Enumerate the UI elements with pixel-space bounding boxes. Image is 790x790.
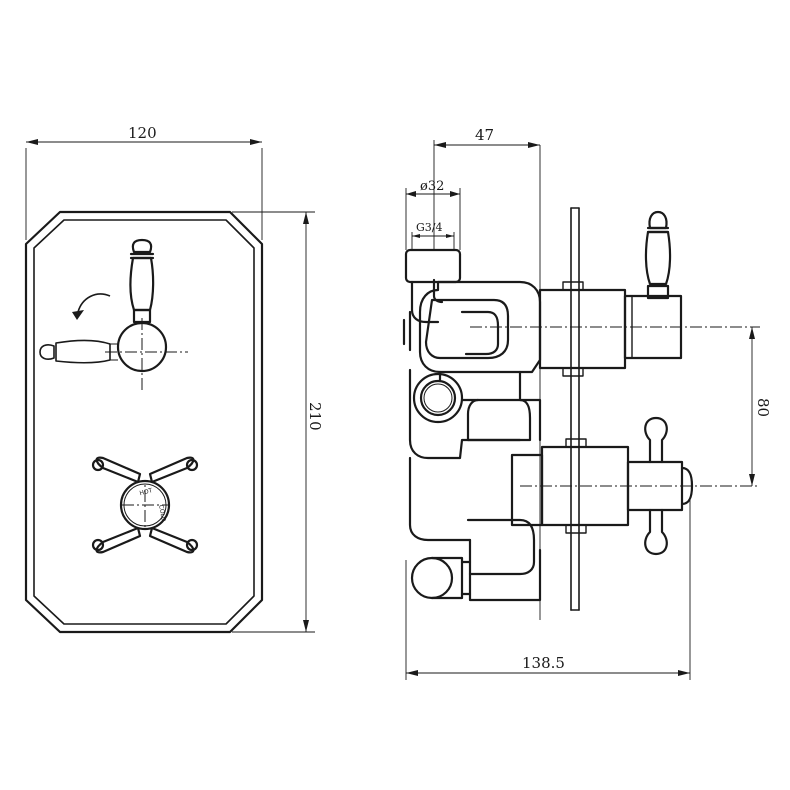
dial-hot-label: HOT bbox=[139, 487, 154, 497]
dim-front-height-label: 210 bbox=[306, 402, 324, 431]
dial-cold-label: COLD bbox=[157, 504, 167, 522]
lever-handle-icon bbox=[105, 238, 188, 390]
dim-front-width-label: 120 bbox=[128, 124, 157, 142]
cross-handle-icon bbox=[91, 456, 199, 554]
faceplate-inner bbox=[33, 219, 255, 625]
dim-outlet-diameter-label: ø32 bbox=[420, 179, 444, 194]
front-view: HOT COLD 120 210 bbox=[24, 124, 324, 634]
bottom-cap-icon bbox=[410, 556, 472, 600]
dim-outlet-diameter bbox=[405, 188, 461, 250]
side-cross-handle-icon bbox=[644, 416, 668, 556]
rotation-arrow-icon bbox=[72, 293, 111, 320]
valve-body bbox=[402, 280, 544, 602]
dim-side-depth-label: 47 bbox=[475, 126, 494, 144]
upper-spindle bbox=[538, 281, 683, 377]
top-inlet-fitting bbox=[404, 248, 462, 324]
dim-front-height bbox=[232, 211, 315, 633]
dim-side-depth bbox=[433, 140, 540, 250]
round-outlet-icon bbox=[412, 372, 464, 424]
dim-front-width bbox=[25, 139, 263, 240]
side-lever-handle-icon bbox=[644, 210, 672, 286]
dim-overall-depth bbox=[405, 500, 691, 680]
dim-handle-spacing-label: 80 bbox=[754, 398, 772, 417]
lever-rotated-position-icon bbox=[39, 339, 118, 364]
faceplate-outer bbox=[24, 210, 264, 634]
dim-handle-spacing bbox=[749, 327, 755, 486]
wall-plate bbox=[539, 145, 580, 620]
dim-thread bbox=[411, 232, 455, 250]
dim-overall-depth-label: 138.5 bbox=[522, 654, 565, 672]
dim-thread-label: G3/4 bbox=[416, 221, 443, 234]
side-view: 47 ø32 G3/4 80 bbox=[402, 126, 772, 680]
